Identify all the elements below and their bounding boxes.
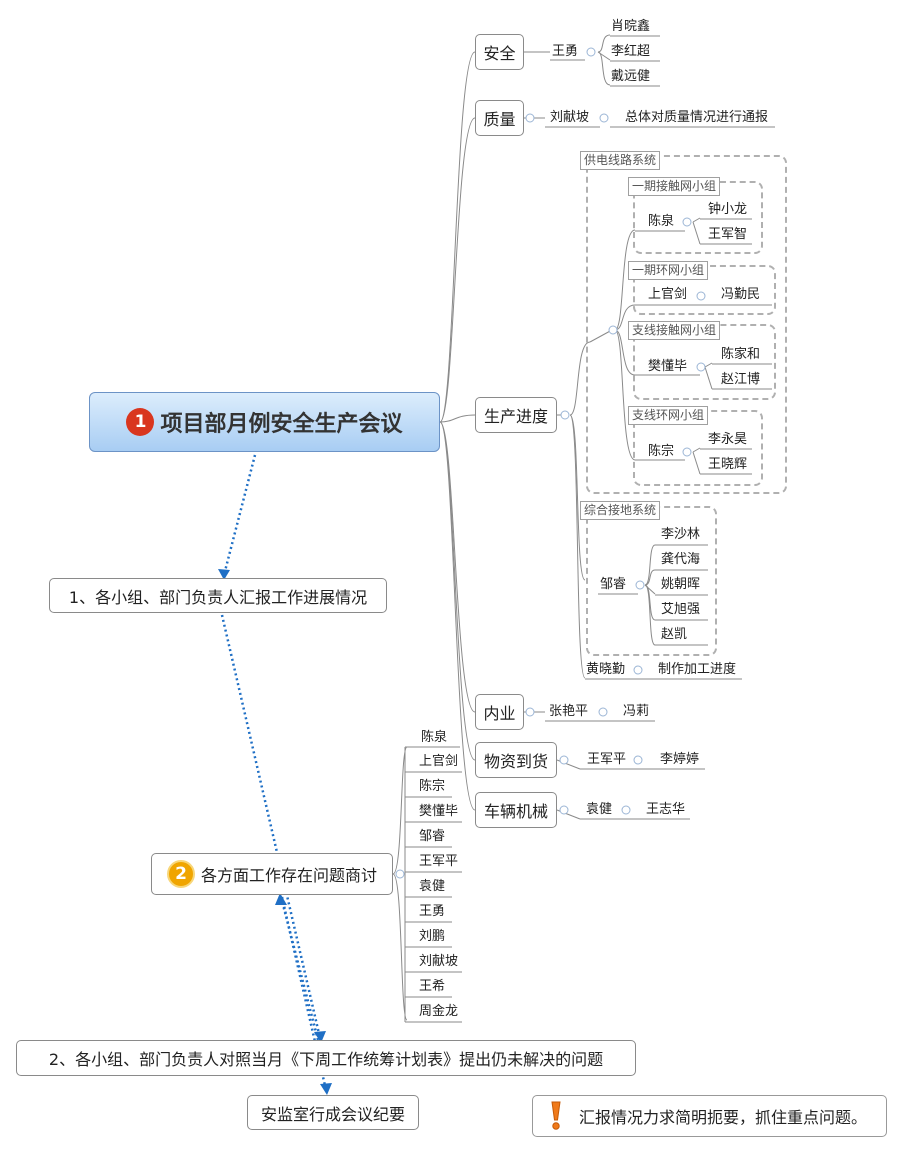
report-label: 1、各小组、部门负责人汇报工作进展情况: [68, 587, 368, 607]
participant: 王勇: [419, 904, 446, 919]
participant: 刘鹏: [419, 929, 446, 944]
processing-note: 制作加工进度: [658, 662, 737, 677]
participant: 王希: [419, 979, 446, 994]
branch-quality[interactable]: 质量: [475, 100, 524, 136]
branch-materials-label: 物资到货: [483, 752, 548, 771]
internal-member: 冯莉: [623, 704, 650, 719]
group-4-member: 李永昊: [708, 432, 748, 447]
participant: 陈宗: [419, 779, 446, 794]
ground-lead: 邹睿: [600, 577, 627, 592]
processing-lead: 黄晓勤: [586, 662, 626, 677]
number-badge-2: 2: [166, 860, 195, 888]
safety-member: 李红超: [611, 44, 651, 59]
participant: 王军平: [419, 854, 459, 869]
internal-lead: 张艳平: [549, 704, 589, 719]
group-3-member: 赵江博: [721, 372, 761, 387]
ground-member: 姚朝晖: [661, 577, 701, 592]
tip-text: 汇报情况力求简明扼要，抓住重点问题。: [579, 1108, 868, 1127]
group-1-lead: 陈泉: [648, 214, 675, 229]
compare-label: 2、各小组、部门负责人对照当月《下周工作统筹计划表》提出仍未解决的问题: [48, 1050, 604, 1069]
participant: 陈泉: [421, 730, 448, 745]
power-system-label: 供电线路系统: [580, 151, 661, 170]
materials-member: 李婷婷: [660, 752, 700, 767]
materials-lead: 王军平: [587, 752, 627, 767]
safety-member: 戴远健: [611, 69, 651, 84]
number-badge-1: 1: [126, 408, 155, 436]
group-3-lead: 樊懂毕: [648, 359, 688, 374]
branch-safety-label: 安全: [483, 44, 516, 63]
ground-member: 李沙林: [661, 527, 701, 542]
participant: 袁健: [419, 879, 446, 894]
ground-member: 赵凯: [661, 627, 688, 642]
group-1-label: 一期接触网小组: [628, 177, 721, 196]
group-1-member: 钟小龙: [708, 202, 748, 217]
branch-progress-label: 生产进度: [483, 407, 548, 426]
ground-member: 龚代海: [661, 552, 701, 567]
central-title: 项目部月例安全生产会议: [160, 412, 403, 437]
minutes-node[interactable]: 安监室行成会议纪要: [247, 1095, 419, 1130]
report-node[interactable]: 1、各小组、部门负责人汇报工作进展情况: [49, 578, 387, 613]
minutes-label: 安监室行成会议纪要: [260, 1104, 405, 1124]
branch-internal[interactable]: 内业: [475, 694, 524, 730]
discuss-node[interactable]: 2 各方面工作存在问题商讨: [151, 853, 393, 895]
participant: 上官剑: [419, 754, 459, 769]
branch-materials[interactable]: 物资到货: [475, 742, 557, 778]
group-3-member: 陈家和: [721, 347, 761, 362]
quality-lead: 刘献坡: [550, 110, 590, 125]
group-3-label: 支线接触网小组: [628, 321, 721, 340]
participant: 邹睿: [419, 829, 446, 844]
group-4-lead: 陈宗: [648, 444, 675, 459]
safety-member: 肖晥鑫: [611, 19, 651, 34]
branch-safety[interactable]: 安全: [475, 34, 524, 70]
safety-lead: 王勇: [552, 44, 579, 59]
ground-member: 艾旭强: [661, 602, 701, 617]
branch-progress[interactable]: 生产进度: [475, 397, 557, 433]
group-1-member: 王军智: [708, 227, 748, 242]
vehicles-member: 王志华: [646, 802, 686, 817]
participant: 周金龙: [419, 1004, 459, 1019]
discuss-label: 各方面工作存在问题商讨: [200, 866, 377, 885]
ground-system-label: 综合接地系统: [580, 501, 661, 520]
branch-quality-label: 质量: [483, 110, 516, 129]
tip-note[interactable]: 汇报情况力求简明扼要，抓住重点问题。: [532, 1095, 887, 1137]
participant: 樊懂毕: [419, 804, 459, 819]
exclamation-icon: [551, 1101, 561, 1130]
central-topic[interactable]: 1 项目部月例安全生产会议: [89, 392, 440, 452]
participant: 刘献坡: [419, 954, 459, 969]
branch-vehicles-label: 车辆机械: [483, 802, 548, 821]
group-2-member: 冯勤民: [721, 287, 761, 302]
power-system-group: [586, 155, 787, 494]
branch-internal-label: 内业: [483, 704, 516, 723]
group-4-label: 支线环网小组: [628, 406, 709, 425]
compare-node[interactable]: 2、各小组、部门负责人对照当月《下周工作统筹计划表》提出仍未解决的问题: [16, 1040, 636, 1076]
group-2-label: 一期环网小组: [628, 261, 709, 280]
group-4-member: 王晓辉: [708, 457, 748, 472]
vehicles-lead: 袁健: [586, 802, 613, 817]
quality-note: 总体对质量情况进行通报: [625, 110, 769, 125]
group-2-lead: 上官剑: [648, 287, 688, 302]
branch-vehicles[interactable]: 车辆机械: [475, 792, 557, 828]
